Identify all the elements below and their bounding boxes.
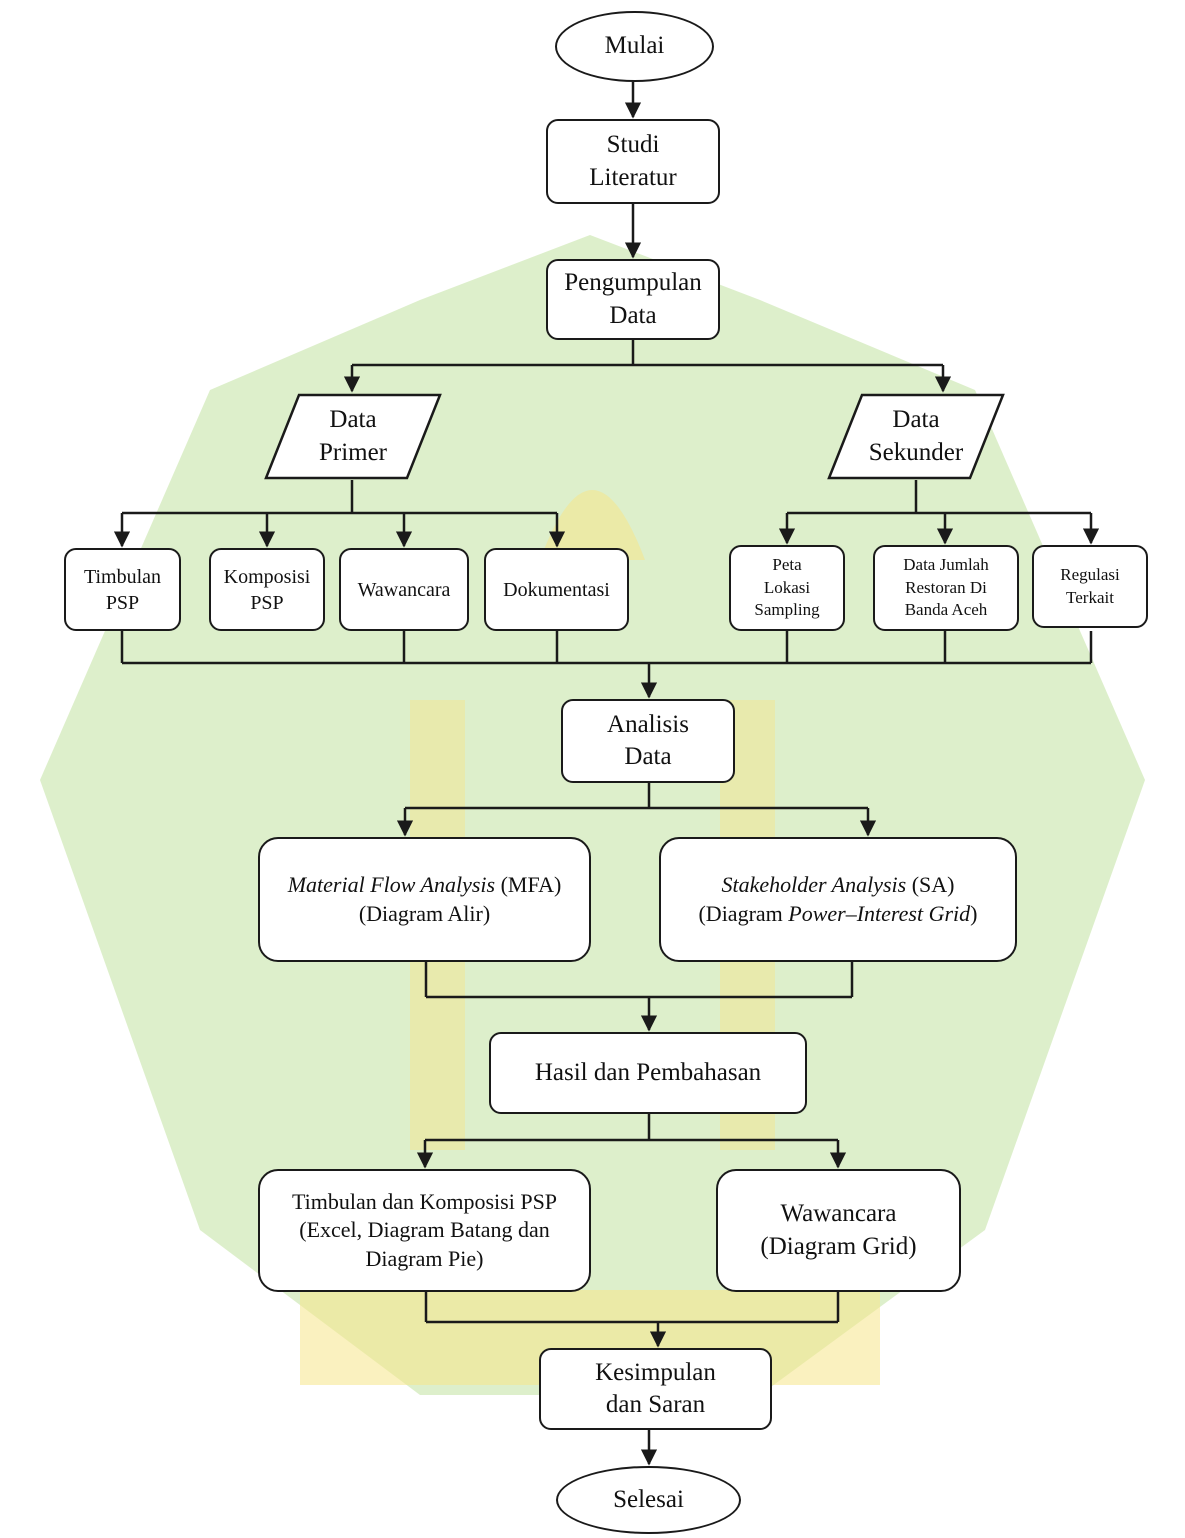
kesimpulan-label-line2: dan Saran bbox=[605, 1391, 706, 1418]
peta-label-line2: Lokasi bbox=[763, 577, 811, 597]
watermark-gold-dome bbox=[540, 490, 645, 560]
start-label: Mulai bbox=[604, 32, 665, 60]
studi-label-line1: Studi bbox=[606, 131, 660, 158]
line-pengumpulan-split bbox=[352, 340, 943, 367]
restoran-label-line1: Data Jumlah bbox=[903, 554, 989, 574]
timkom-label-line3: Diagram Pie) bbox=[365, 1245, 484, 1271]
sa-abbrev-text: (SA) bbox=[906, 871, 955, 897]
primer-label-line1: Data bbox=[329, 406, 377, 433]
restoran-label-line3: Banda Aceh bbox=[904, 600, 988, 620]
studi-literatur-node: Studi Literatur bbox=[546, 119, 720, 204]
sa-node: Stakeholder Analysis (SA) (Diagram Power… bbox=[659, 837, 1017, 962]
sa-line2-italic: Power–Interest Grid bbox=[788, 900, 971, 926]
analisis-label-line1: Analisis bbox=[607, 710, 689, 738]
dokumentasi-node: Dokumentasi bbox=[484, 548, 629, 631]
dokumentasi-label: Dokumentasi bbox=[503, 578, 610, 601]
hasil-label: Hasil dan Pembahasan bbox=[534, 1058, 762, 1086]
mfa-node: Material Flow Analysis (MFA) (Diagram Al… bbox=[258, 837, 591, 962]
analisis-data-node: Analisis Data bbox=[561, 699, 735, 783]
analisis-label-line2: Data bbox=[624, 743, 672, 770]
restoran-label-line2: Restoran Di bbox=[905, 577, 987, 597]
end-label: Selesai bbox=[613, 1485, 684, 1513]
start-node: Mulai bbox=[555, 11, 714, 82]
end-node: Selesai bbox=[556, 1466, 741, 1534]
pengumpulan-data-node: Pengumpulan Data bbox=[546, 259, 720, 340]
data-sekunder-shape bbox=[827, 393, 1005, 480]
data-primer-shape bbox=[264, 393, 442, 480]
sa-line2-post: ) bbox=[970, 900, 978, 926]
data-jumlah-restoran-node: Data Jumlah Restoran Di Banda Aceh bbox=[873, 545, 1019, 631]
wawancara-label: Wawancara bbox=[357, 578, 451, 601]
timbulan-label-line2: PSP bbox=[105, 591, 140, 614]
pengumpulan-label-line1: Pengumpulan bbox=[564, 269, 702, 296]
wawgrid-label-line1: Wawancara bbox=[780, 1200, 897, 1227]
mfa-abbrev-text: (MFA) bbox=[495, 871, 562, 897]
hasil-pembahasan-node: Hasil dan Pembahasan bbox=[489, 1032, 807, 1114]
komposisi-label-line1: Komposisi bbox=[223, 565, 311, 588]
timkom-label-line1: Timbulan dan Komposisi PSP bbox=[291, 1188, 558, 1214]
regulasi-label-line2: Terkait bbox=[1066, 587, 1114, 607]
sa-line2-pre: (Diagram bbox=[698, 900, 789, 926]
wawgrid-label-line2: (Diagram Grid) bbox=[760, 1232, 917, 1260]
line-sekunder-split bbox=[787, 480, 1091, 515]
peta-label-line1: Peta bbox=[772, 554, 802, 574]
timkom-label-line2: (Excel, Diagram Batang dan bbox=[299, 1217, 550, 1243]
sekunder-label-line2: Sekunder bbox=[868, 438, 964, 466]
line-merge-to-kesimpulan bbox=[424, 1292, 840, 1324]
line-primer-split bbox=[122, 480, 557, 515]
sekunder-label-line1: Data bbox=[892, 406, 940, 433]
peta-lokasi-node: Peta Lokasi Sampling bbox=[729, 545, 845, 631]
wawancara-node: Wawancara bbox=[339, 548, 469, 631]
kesimpulan-saran-node: Kesimpulan dan Saran bbox=[539, 1348, 772, 1430]
mfa-italic-text: Material Flow Analysis bbox=[287, 871, 496, 897]
sa-label-line1: Stakeholder Analysis (SA) bbox=[721, 871, 954, 900]
watermark-green-shape bbox=[40, 235, 1145, 1395]
line-analisis-split bbox=[405, 783, 868, 810]
sa-label-line2: (Diagram Power–Interest Grid) bbox=[698, 900, 977, 929]
mfa-label-line1: Material Flow Analysis (MFA) bbox=[288, 871, 562, 900]
timbulan-label-line1: Timbulan bbox=[83, 565, 162, 588]
line-merge-to-analisis bbox=[120, 631, 1093, 665]
peta-label-line3: Sampling bbox=[754, 600, 820, 620]
primer-label-line2: Primer bbox=[318, 438, 388, 466]
timbulan-psp-node: Timbulan PSP bbox=[64, 548, 181, 631]
wawancara-grid-node: Wawancara (Diagram Grid) bbox=[716, 1169, 961, 1292]
komposisi-psp-node: Komposisi PSP bbox=[209, 548, 325, 631]
regulasi-label-line1: Regulasi bbox=[1060, 564, 1120, 584]
line-merge-to-hasil bbox=[424, 962, 854, 999]
regulasi-terkait-node: Regulasi Terkait bbox=[1032, 545, 1148, 628]
mfa-label-line2: (Diagram Alir) bbox=[358, 900, 491, 926]
pengumpulan-label-line2: Data bbox=[609, 301, 657, 329]
komposisi-label-line2: PSP bbox=[250, 591, 284, 614]
studi-label-line2: Literatur bbox=[589, 163, 677, 191]
sa-italic-text: Stakeholder Analysis bbox=[721, 871, 907, 897]
line-hasil-split bbox=[425, 1114, 838, 1142]
data-sekunder-node: Data Sekunder bbox=[827, 393, 1005, 480]
data-primer-node: Data Primer bbox=[264, 393, 442, 480]
kesimpulan-label-line1: Kesimpulan bbox=[595, 1358, 716, 1386]
timbulan-komposisi-node: Timbulan dan Komposisi PSP (Excel, Diagr… bbox=[258, 1169, 591, 1292]
